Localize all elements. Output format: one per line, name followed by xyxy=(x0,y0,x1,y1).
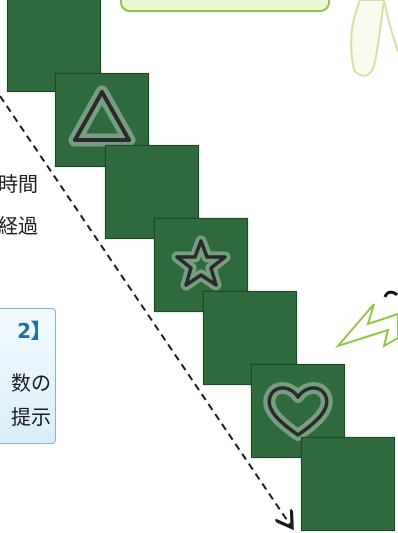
info-box-line2: 提示 xyxy=(11,405,51,429)
heart-icon xyxy=(267,386,329,437)
character-figure-icon xyxy=(350,0,398,77)
time-label: 時間 xyxy=(0,170,38,198)
top-label-box xyxy=(120,0,330,12)
heart-card xyxy=(251,364,345,458)
star-icon xyxy=(175,239,227,287)
info-box-title: 2】 xyxy=(17,319,51,343)
elapsed-label-line2: 経過 xyxy=(0,214,38,238)
blank-card-4 xyxy=(301,437,395,531)
small-mark-icon xyxy=(383,290,398,298)
elapsed-label: 経過 xyxy=(0,212,38,240)
triangle-icon xyxy=(73,90,131,142)
info-box-line1: 数の xyxy=(11,371,51,395)
condition-info-box: 2】 数の 提示 xyxy=(0,308,56,444)
time-label-line1: 時間 xyxy=(0,172,38,196)
callout-arrow-icon xyxy=(334,303,398,349)
